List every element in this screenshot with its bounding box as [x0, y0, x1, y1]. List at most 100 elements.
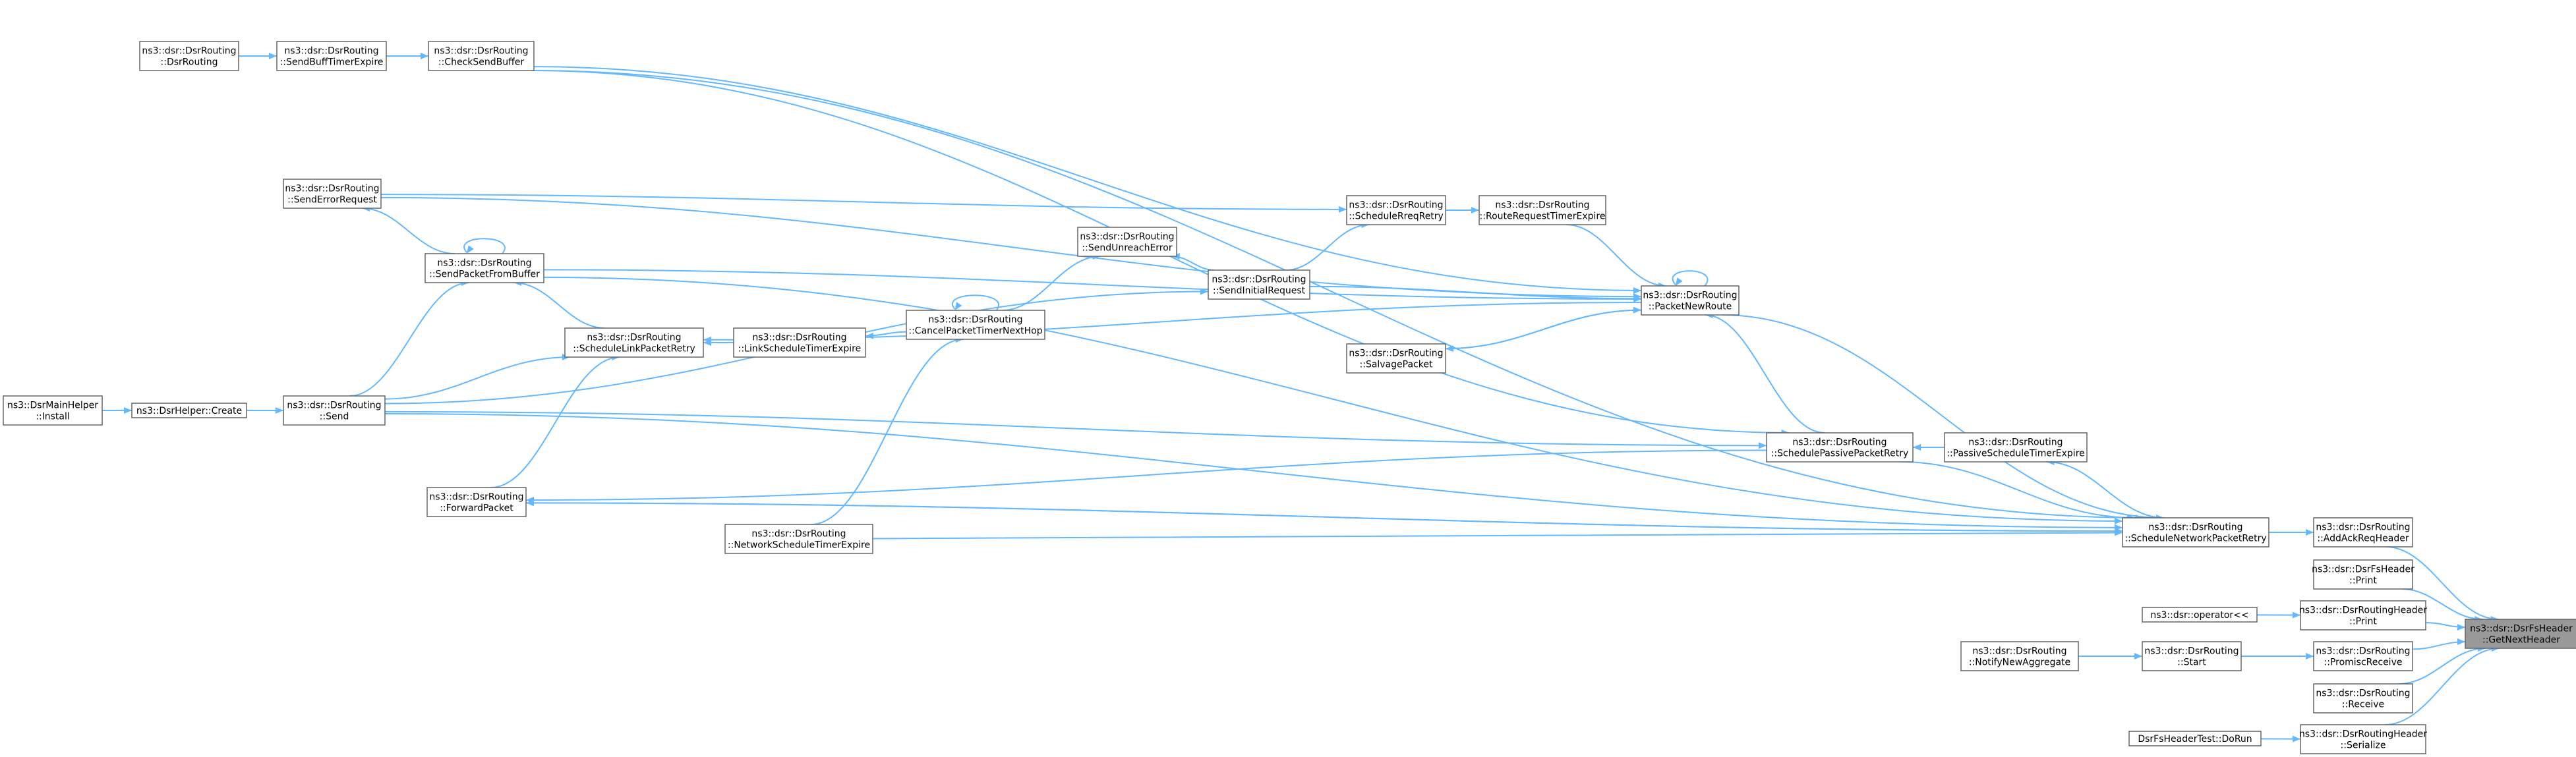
node-label-line: ns3::dsr::DsrRouting [1968, 437, 2063, 448]
edge-arrowhead [269, 53, 277, 59]
edge-line [380, 194, 1347, 210]
edge-arrowhead [703, 336, 711, 343]
edge-line [2401, 588, 2483, 620]
node-n29[interactable]: ns3::dsr::DsrRouting::NotifyNewAggregate [1960, 641, 2079, 671]
edge-arrowhead [1633, 295, 1641, 302]
node-box [426, 487, 527, 517]
edge-line [872, 532, 2123, 540]
node-n11[interactable]: ns3::DsrMainHelper::Install [3, 395, 103, 426]
edge-n23-to-n22 [1913, 444, 1945, 451]
edge-n4-to-n3 [386, 53, 428, 59]
node-n9[interactable]: ns3::dsr::DsrRouting::Send [283, 395, 386, 426]
node-n4[interactable]: ns3::dsr::DsrRouting::SendBuffTimerExpir… [276, 41, 387, 71]
node-box [276, 41, 387, 71]
edge-n28-to-n27 [2241, 653, 2314, 659]
node-box [2313, 517, 2413, 547]
node-n3[interactable]: ns3::dsr::DsrRouting::CheckSendBuffer [428, 41, 535, 71]
node-n15[interactable]: ns3::dsr::DsrRouting::NetworkScheduleTim… [724, 524, 873, 554]
node-n30[interactable]: ns3::dsr::DsrRouting::Receive [2313, 683, 2413, 714]
edge-n27-to-n0 [2412, 638, 2466, 650]
edge-n16-to-n16 [1672, 270, 1709, 287]
node-n2[interactable]: ns3::dsr::DsrRouting::ScheduleNetworkPac… [2122, 517, 2269, 547]
node-n0[interactable]: ns3::dsr::DsrFsHeader::GetNextHeader [2465, 619, 2576, 649]
edge-arrowhead [124, 407, 132, 414]
node-label-line: ::Start [2177, 658, 2206, 668]
node-n31[interactable]: ns3::dsr::DsrRoutingHeader::Serialize [2299, 724, 2427, 754]
node-label-line: ns3::dsr::DsrRouting [2144, 646, 2239, 657]
edge-n12-to-n8 [490, 354, 620, 488]
node-box [2142, 607, 2258, 623]
node-label-line: ns3::dsr::DsrRouting [1080, 232, 1174, 242]
node-n23[interactable]: ns3::dsr::DsrRouting::PassiveScheduleTim… [1944, 432, 2088, 463]
node-label-line: ns3::dsr::DsrRouting [2316, 688, 2410, 699]
node-label-line: ::SendInitialRequest [1213, 286, 1306, 296]
node-box [724, 524, 873, 554]
node-box [1641, 285, 1740, 316]
node-label-line: ::PromiscReceive [2324, 658, 2403, 668]
node-n16[interactable]: ns3::dsr::DsrRouting::PacketNewRoute [1641, 285, 1740, 316]
edge-n5-to-n4 [239, 53, 277, 59]
edge-n6-to-n16 [380, 196, 1642, 300]
node-label-line: ::RouteRequestTimerExpire [1480, 211, 1606, 222]
node-box [2465, 619, 2576, 649]
node-label-line: ns3::dsr::DsrRouting [1792, 437, 1887, 448]
node-n17[interactable]: ns3::dsr::DsrRouting::RouteRequestTimerE… [1478, 195, 1606, 225]
node-label-line: ::SchedulePassivePacketRetry [1771, 449, 1909, 459]
node-n6[interactable]: ns3::dsr::DsrRouting::SendErrorRequest [283, 179, 382, 209]
node-box [2313, 559, 2413, 590]
node-box [2128, 731, 2262, 746]
edge-n22-to-n12 [525, 449, 1767, 503]
node-n1[interactable]: ns3::dsr::DsrRouting::AddAckReqHeader [2313, 517, 2413, 547]
node-label-line: ::Serialize [2341, 741, 2386, 751]
edge-n9-to-n2 [384, 413, 2123, 531]
edge-arrowhead [2134, 653, 2142, 659]
node-n27[interactable]: ns3::dsr::DsrRouting::PromiscReceive [2313, 641, 2413, 671]
node-n25[interactable]: ns3::dsr::DsrRoutingHeader::Print [2299, 600, 2427, 631]
node-n18[interactable]: ns3::dsr::DsrRouting::ScheduleRreqRetry [1346, 195, 1446, 225]
edge-line [380, 196, 1642, 298]
edge-n9-to-n7 [349, 279, 469, 397]
node-label-line: ns3::dsr::DsrRouting [284, 46, 378, 57]
node-n13[interactable]: ns3::dsr::DsrRouting::LinkScheduleTimerE… [733, 327, 866, 358]
edge-n16-to-n2 [1721, 314, 2165, 521]
node-n12[interactable]: ns3::dsr::DsrRouting::ForwardPacket [426, 487, 527, 517]
node-n20[interactable]: ns3::dsr::DsrRouting::SendUnreachError [1077, 227, 1177, 257]
node-box [428, 41, 535, 71]
node-n5[interactable]: ns3::dsr::DsrRouting::DsrRouting [139, 41, 239, 71]
node-n7[interactable]: ns3::dsr::DsrRouting::SendPacketFromBuff… [424, 253, 544, 283]
node-n19[interactable]: ns3::dsr::DsrRouting::SendInitialRequest [1208, 269, 1310, 300]
edge-n14-to-n13 [865, 331, 907, 339]
edge-n18-to-n17 [1445, 207, 1479, 213]
node-label-line: ns3::dsr::DsrRouting [2316, 522, 2410, 533]
node-label-line: ::GetNextHeader [2482, 635, 2560, 646]
edge-n7-to-n7 [463, 238, 506, 254]
edge-arrowhead [1633, 287, 1641, 294]
node-n26[interactable]: ns3::dsr::operator<< [2142, 607, 2258, 623]
node-n32[interactable]: DsrFsHeaderTest::DoRun [2128, 731, 2262, 746]
edge-arrowhead [2457, 638, 2465, 646]
edge-line [525, 449, 1767, 501]
edge-n22-to-n16 [1705, 312, 1825, 434]
node-n14[interactable]: ns3::dsr::DsrRouting::CancelPacketTimerN… [906, 310, 1045, 340]
node-n22[interactable]: ns3::dsr::DsrRouting::SchedulePassivePac… [1766, 432, 1914, 463]
edge-line [1672, 270, 1709, 287]
node-label-line: ::Receive [2342, 700, 2384, 710]
edge-arrowhead [421, 53, 428, 59]
edge-line [1285, 224, 1370, 271]
edge-line [513, 282, 605, 329]
edges-layer [102, 53, 2500, 743]
node-label-line: ::ScheduleLinkPacketRetry [573, 344, 695, 354]
node-box [2300, 724, 2426, 754]
node-n24[interactable]: ns3::dsr::DsrFsHeader::Print [2312, 559, 2415, 590]
edge-line [2398, 648, 2486, 685]
node-n10[interactable]: ns3::DsrHelper::Create [131, 403, 247, 418]
node-box [2300, 600, 2426, 631]
node-n21[interactable]: ns3::dsr::DsrRouting::SalvagePacket [1346, 343, 1446, 374]
node-n8[interactable]: ns3::dsr::DsrRouting::ScheduleLinkPacket… [564, 327, 704, 358]
edge-arrowhead [2115, 517, 2122, 524]
node-n28[interactable]: ns3::dsr::DsrRouting::Start [2142, 641, 2242, 671]
edge-arrowhead [1471, 207, 1479, 213]
node-box [1346, 343, 1446, 374]
edge-n10-to-n9 [246, 407, 283, 414]
edge-arrowhead [1339, 206, 1347, 213]
